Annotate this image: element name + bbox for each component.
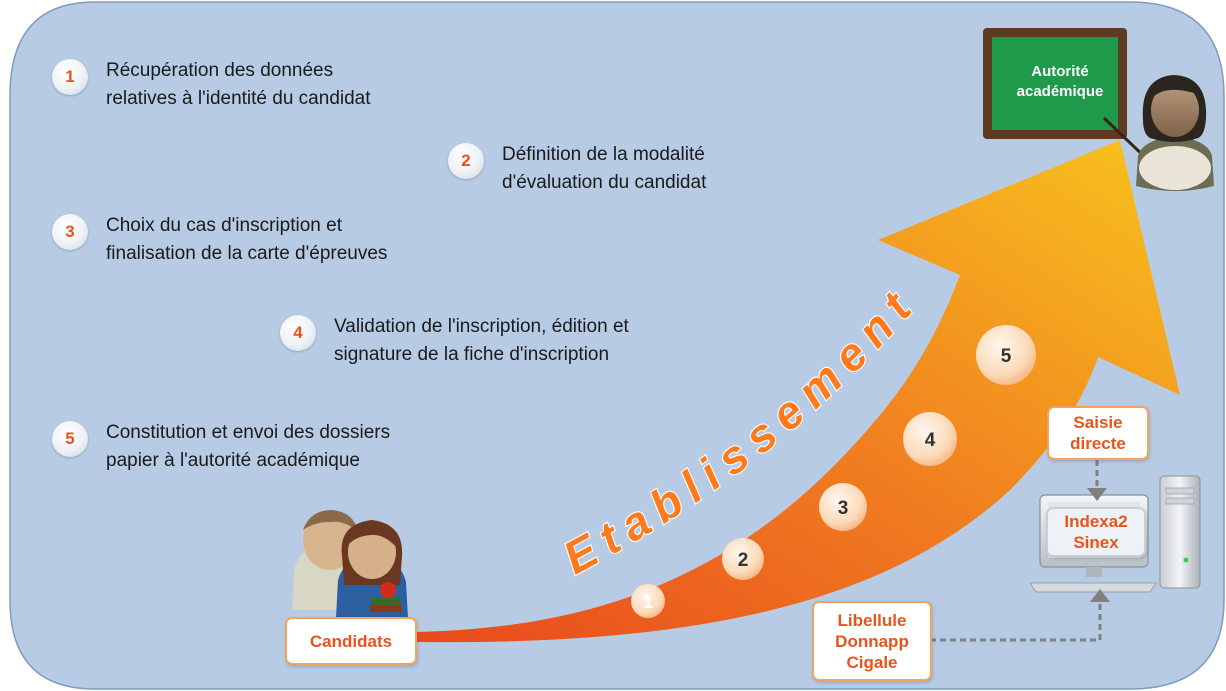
step-3-badge: 3 (52, 214, 88, 250)
step-2: 2 Définition de la modalité d'évaluation… (448, 141, 706, 197)
saisie-arrowhead (1087, 488, 1107, 501)
svg-text:2: 2 (738, 550, 749, 571)
step-5: 5 Constitution et envoi des dossiers pap… (52, 419, 390, 475)
arrow-marker-5: 5 (976, 325, 1036, 385)
authority-label: Autorité académique (1016, 63, 1104, 100)
saisie-directe-label: Saisie directe (1047, 406, 1149, 460)
indexa2-sinex-label: Indexa2 Sinex (1046, 507, 1146, 557)
step-1-badge: 1 (52, 59, 88, 95)
arrow-marker-2: 2 (722, 538, 764, 580)
apps-connector (930, 600, 1102, 642)
step-3: 3 Choix du cas d'inscription et finalisa… (52, 212, 387, 268)
establishment-arrow (415, 140, 1180, 643)
applications-label: Libellule Donnapp Cigale (812, 601, 932, 681)
step-4-badge: 4 (280, 315, 316, 351)
candidates-label: Candidats (285, 617, 417, 665)
apps-arrowhead (1090, 589, 1110, 602)
candidates-icon (292, 510, 408, 618)
authority-person-icon (1136, 75, 1214, 191)
step-5-text: Constitution et envoi des dossiers papie… (106, 422, 391, 471)
step-1: 1 Récupération des données relatives à l… (52, 57, 371, 113)
step-2-text: Définition de la modalité d'évaluation d… (502, 144, 707, 193)
step-4-text: Validation de l'inscription, édition et … (334, 316, 629, 365)
arrow-marker-3: 3 (819, 483, 867, 531)
step-5-badge: 5 (52, 421, 88, 457)
svg-text:1: 1 (643, 592, 653, 612)
arrow-marker-1: 1 (631, 584, 665, 618)
step-1-text: Récupération des données relatives à l'i… (106, 60, 371, 109)
step-2-badge: 2 (448, 143, 484, 179)
svg-text:3: 3 (838, 498, 849, 519)
step-4: 4 Validation de l'inscription, édition e… (280, 313, 629, 369)
step-3-text: Choix du cas d'inscription et finalisati… (106, 215, 388, 264)
arrow-marker-4: 4 (903, 412, 957, 466)
svg-text:4: 4 (925, 430, 936, 451)
svg-text:5: 5 (1001, 346, 1012, 367)
